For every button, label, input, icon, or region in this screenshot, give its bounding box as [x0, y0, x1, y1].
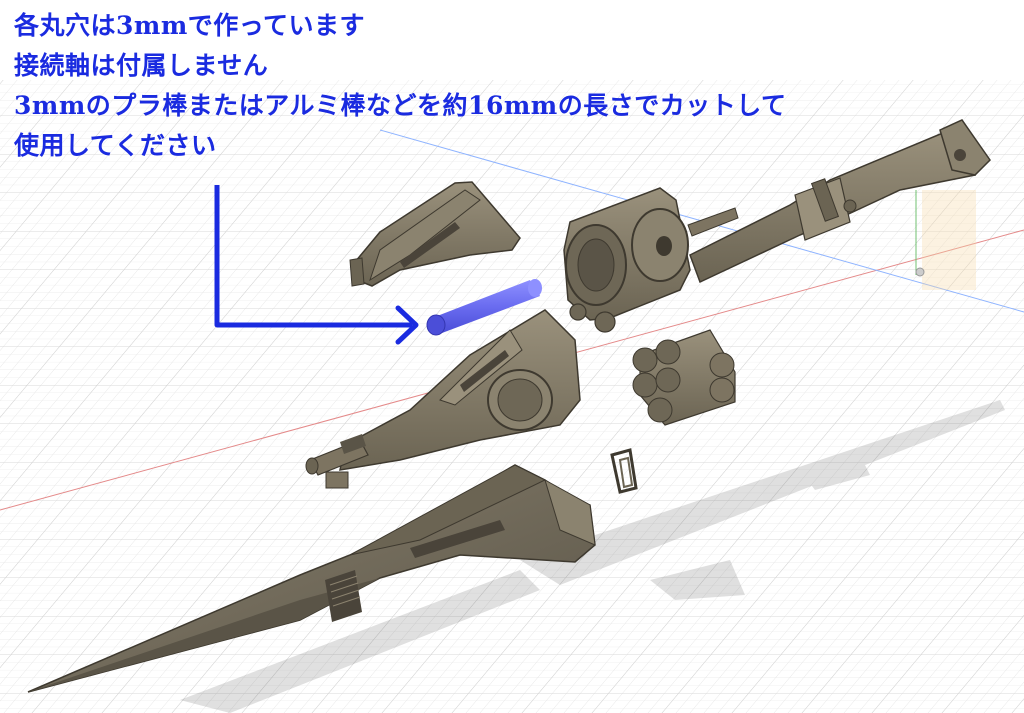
small-clip-part [610, 448, 638, 494]
arrow-right-icon [214, 185, 419, 345]
caption-line-cut-instruction: 3mmのプラ棒またはアルミ棒などを約16mmの長さでカットして [14, 91, 787, 120]
origin-plane [922, 190, 976, 290]
main-body-part [305, 309, 581, 489]
origin-marker [915, 267, 925, 277]
instruction-caption: 各丸穴は3mmで作っています 接続軸は付属しません 3mmのプラ棒またはアルミ棒… [14, 6, 1014, 166]
cartridge-cluster-part [632, 329, 736, 426]
upper-guard-part [349, 181, 521, 287]
ground-shadows [180, 400, 1005, 713]
cylinder-frame-part [563, 187, 739, 333]
connector-rod [426, 279, 542, 336]
caption-line-please-use: 使用してください [14, 131, 217, 160]
blade-part [27, 464, 596, 693]
caption-line-hole-size: 各丸穴は3mmで作っています [14, 11, 366, 40]
barrel-part [689, 119, 991, 284]
caption-line-not-included: 接続軸は付属しません [14, 51, 269, 80]
